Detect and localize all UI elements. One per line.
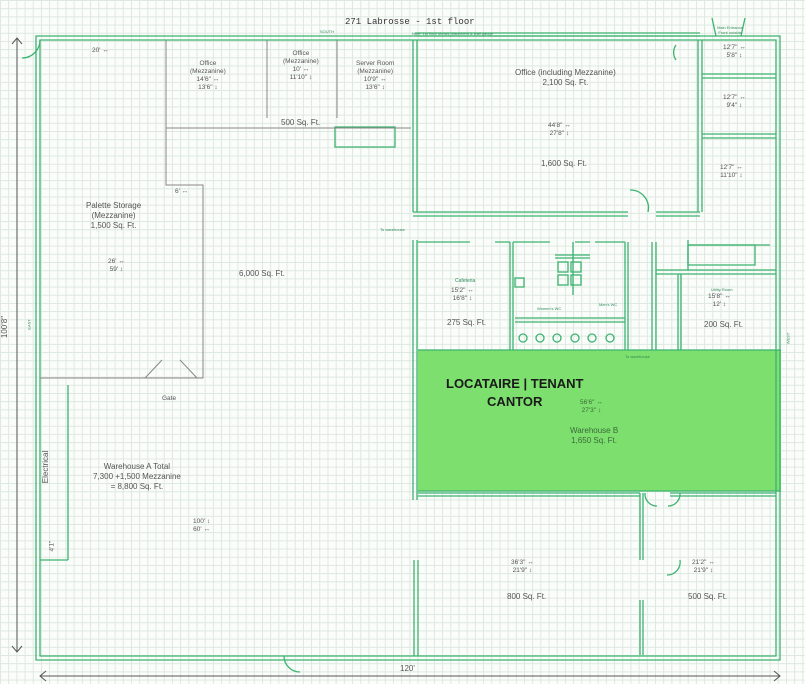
palette-dims: 26' ↔59' ↕: [108, 258, 125, 274]
mezzanine-total-area: 500 Sq. Ft.: [281, 118, 321, 127]
cafeteria-name: Cafeteria: [455, 278, 476, 284]
top-note: Note: 1st floor shows placement & wall g…: [412, 31, 493, 36]
to-warehouse-label-2: To warehouse: [625, 354, 650, 359]
compass-east-label: EAST: [26, 319, 32, 330]
cafeteria-dims: 15'2" ↔16'8" ↕: [451, 287, 474, 303]
offices-main-label: Office (including Mezzanine)2,100 Sq. Ft…: [515, 68, 616, 87]
compass-south-label: SOUTH: [320, 29, 334, 34]
total-width-label: 120': [400, 664, 415, 673]
office-r2-dims: 12'7" ↔9'4" ↕: [723, 94, 746, 110]
womens-wc-label: Women's WC: [537, 306, 562, 311]
utility-dims: 15'8" ↔12' ↕: [708, 293, 731, 309]
warehouse-a-dims: 100' ↕60' ↔: [193, 518, 211, 534]
bottom-right-dims: 21'2" ↔21'9" ↕: [692, 559, 715, 575]
compass-west-label: WEST: [785, 332, 791, 345]
plan-title: 271 Labrosse - 1st floor: [345, 17, 475, 27]
warehouse-main-area: 6,000 Sq. Ft.: [239, 269, 285, 278]
office-r1-dims: 12'7" ↔5'8" ↕: [723, 44, 746, 60]
electrical-label: Electrical: [41, 450, 51, 484]
bottom-left-dims: 36'3" ↔21'9" ↕: [511, 559, 534, 575]
gate-label: Gate: [162, 395, 177, 402]
bottom-right-area: 500 Sq. Ft.: [688, 592, 728, 601]
main-entrance-label: Main Entrance Front outside: [717, 25, 743, 35]
server-room-label: Server Room(Mezzanine)10'9" ↔13'6" ↕: [356, 60, 395, 92]
electrical-width: 4'1": [48, 540, 56, 552]
offices-main-area: 1,600 Sq. Ft.: [541, 159, 587, 168]
utility-room-name: Utility Room: [711, 287, 733, 292]
cafeteria-area: 275 Sq. Ft.: [447, 318, 487, 327]
palette-storage-label: Palette Storage(Mezzanine)1,500 Sq. Ft.: [86, 201, 142, 230]
to-warehouse-label-1: To warehouse: [380, 227, 405, 232]
office-mezz-2-label: Office(Mezzanine)10' ↔11'10" ↕: [283, 50, 319, 82]
offices-main-dims: 44'8" ↔27'8" ↕: [548, 122, 571, 138]
palette-gap-dim: 6' ↔: [175, 188, 189, 195]
utility-area: 200 Sq. Ft.: [704, 320, 744, 329]
top-left-width: 20' ↔: [92, 47, 109, 54]
warehouse-b-dims: 56'6" ↔27'3" ↕: [580, 399, 603, 415]
total-height-label: 100'8": [0, 315, 10, 339]
bottom-left-area: 800 Sq. Ft.: [507, 592, 547, 601]
office-r3-dims: 12'7" ↔11'10" ↕: [720, 164, 743, 180]
tenant-warehouse-b-fill: [418, 350, 781, 491]
mens-wc-label: Men's WC: [599, 302, 618, 307]
office-mezz-1-label: Office(Mezzanine)14'6" ↔13'6" ↕: [190, 60, 226, 92]
